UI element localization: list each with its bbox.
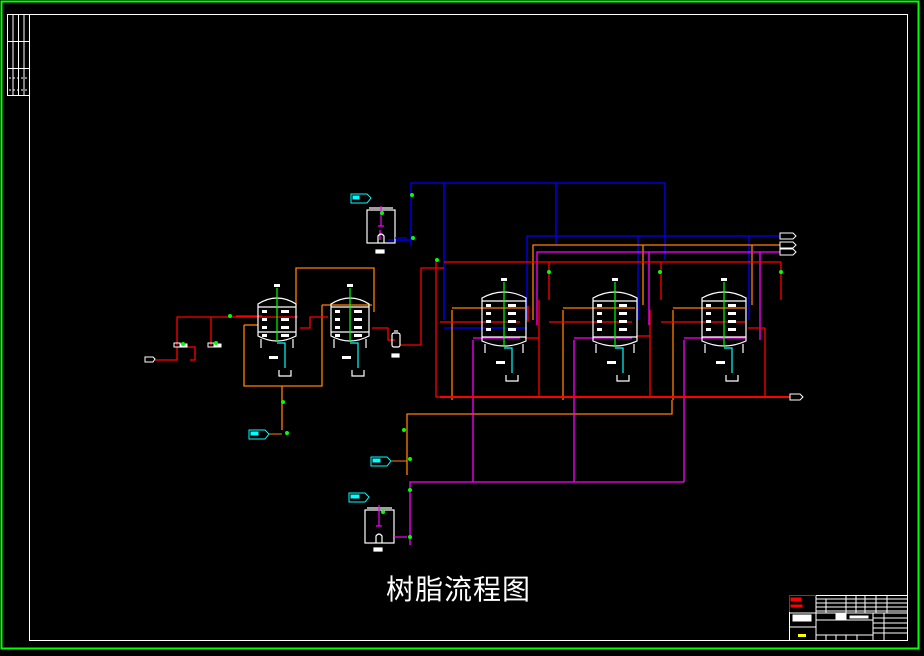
equipment-filter bbox=[391, 330, 401, 358]
inner-frame bbox=[29, 14, 908, 641]
valve-icon bbox=[228, 314, 232, 318]
pipe-orange bbox=[243, 244, 780, 475]
tag-out-red bbox=[789, 393, 804, 401]
valve-icon bbox=[285, 431, 289, 435]
valve-icon bbox=[658, 270, 662, 274]
valve-group bbox=[181, 193, 783, 539]
valve-icon bbox=[181, 342, 185, 346]
valve-icon bbox=[402, 428, 406, 432]
valve-icon bbox=[408, 535, 412, 539]
title-block-red-mark bbox=[789, 595, 816, 612]
tag-feed-2 bbox=[370, 456, 407, 467]
valve-icon bbox=[381, 510, 385, 514]
equipment-reactor-4 bbox=[592, 278, 638, 382]
valve-icon bbox=[408, 457, 412, 461]
pipe-magenta bbox=[379, 230, 780, 545]
title-block bbox=[789, 595, 908, 641]
tag-out-magenta bbox=[779, 248, 797, 256]
tag-tank-bottom bbox=[348, 492, 370, 503]
pipe-red bbox=[155, 261, 790, 398]
valve-icon bbox=[408, 488, 412, 492]
equipment-storage-tank-bottom bbox=[364, 505, 407, 552]
valve-icon bbox=[411, 236, 415, 240]
drawing-title: 树脂流程图 bbox=[386, 573, 532, 606]
equipment-reactor-5 bbox=[701, 278, 747, 382]
title-block-yellow-mark bbox=[798, 634, 806, 637]
valve-icon bbox=[435, 258, 439, 262]
valve-icon bbox=[281, 400, 285, 404]
tag-feed-1 bbox=[248, 429, 282, 440]
equipment-reactor-1 bbox=[257, 284, 297, 377]
valve-icon bbox=[214, 341, 218, 345]
tag-out-orange bbox=[779, 241, 797, 249]
equipment-reactor-3 bbox=[481, 278, 527, 382]
tag-left-inlet bbox=[144, 356, 156, 363]
valve-icon bbox=[380, 211, 384, 215]
valve-icon bbox=[410, 193, 414, 197]
pipe-blue bbox=[388, 182, 780, 329]
valve-icon bbox=[547, 270, 551, 274]
equipment-reactor-2 bbox=[330, 284, 370, 377]
equipment-storage-tank-top bbox=[366, 206, 407, 254]
tag-out-blue bbox=[779, 232, 797, 240]
valve-icon bbox=[779, 270, 783, 274]
tag-tank-top bbox=[350, 193, 372, 204]
revision-strip bbox=[7, 14, 30, 96]
